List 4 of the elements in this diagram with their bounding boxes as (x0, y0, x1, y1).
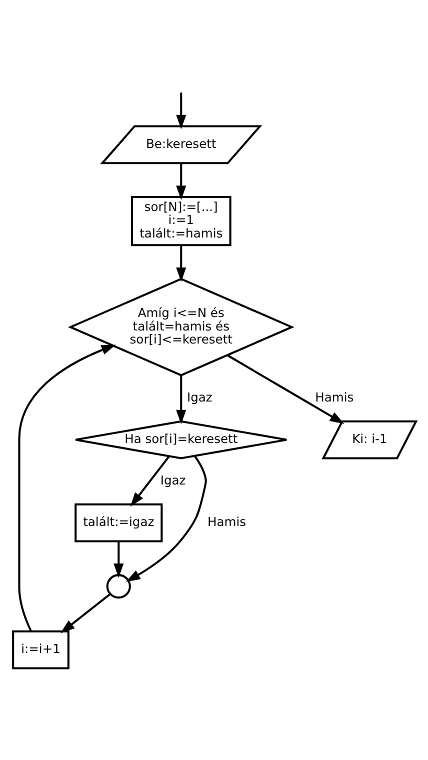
edge-label: Igaz (186, 390, 212, 404)
edge-label: Hamis (314, 390, 354, 404)
edge-label: Hamis (207, 514, 246, 529)
edge-label: Igaz (160, 473, 186, 488)
